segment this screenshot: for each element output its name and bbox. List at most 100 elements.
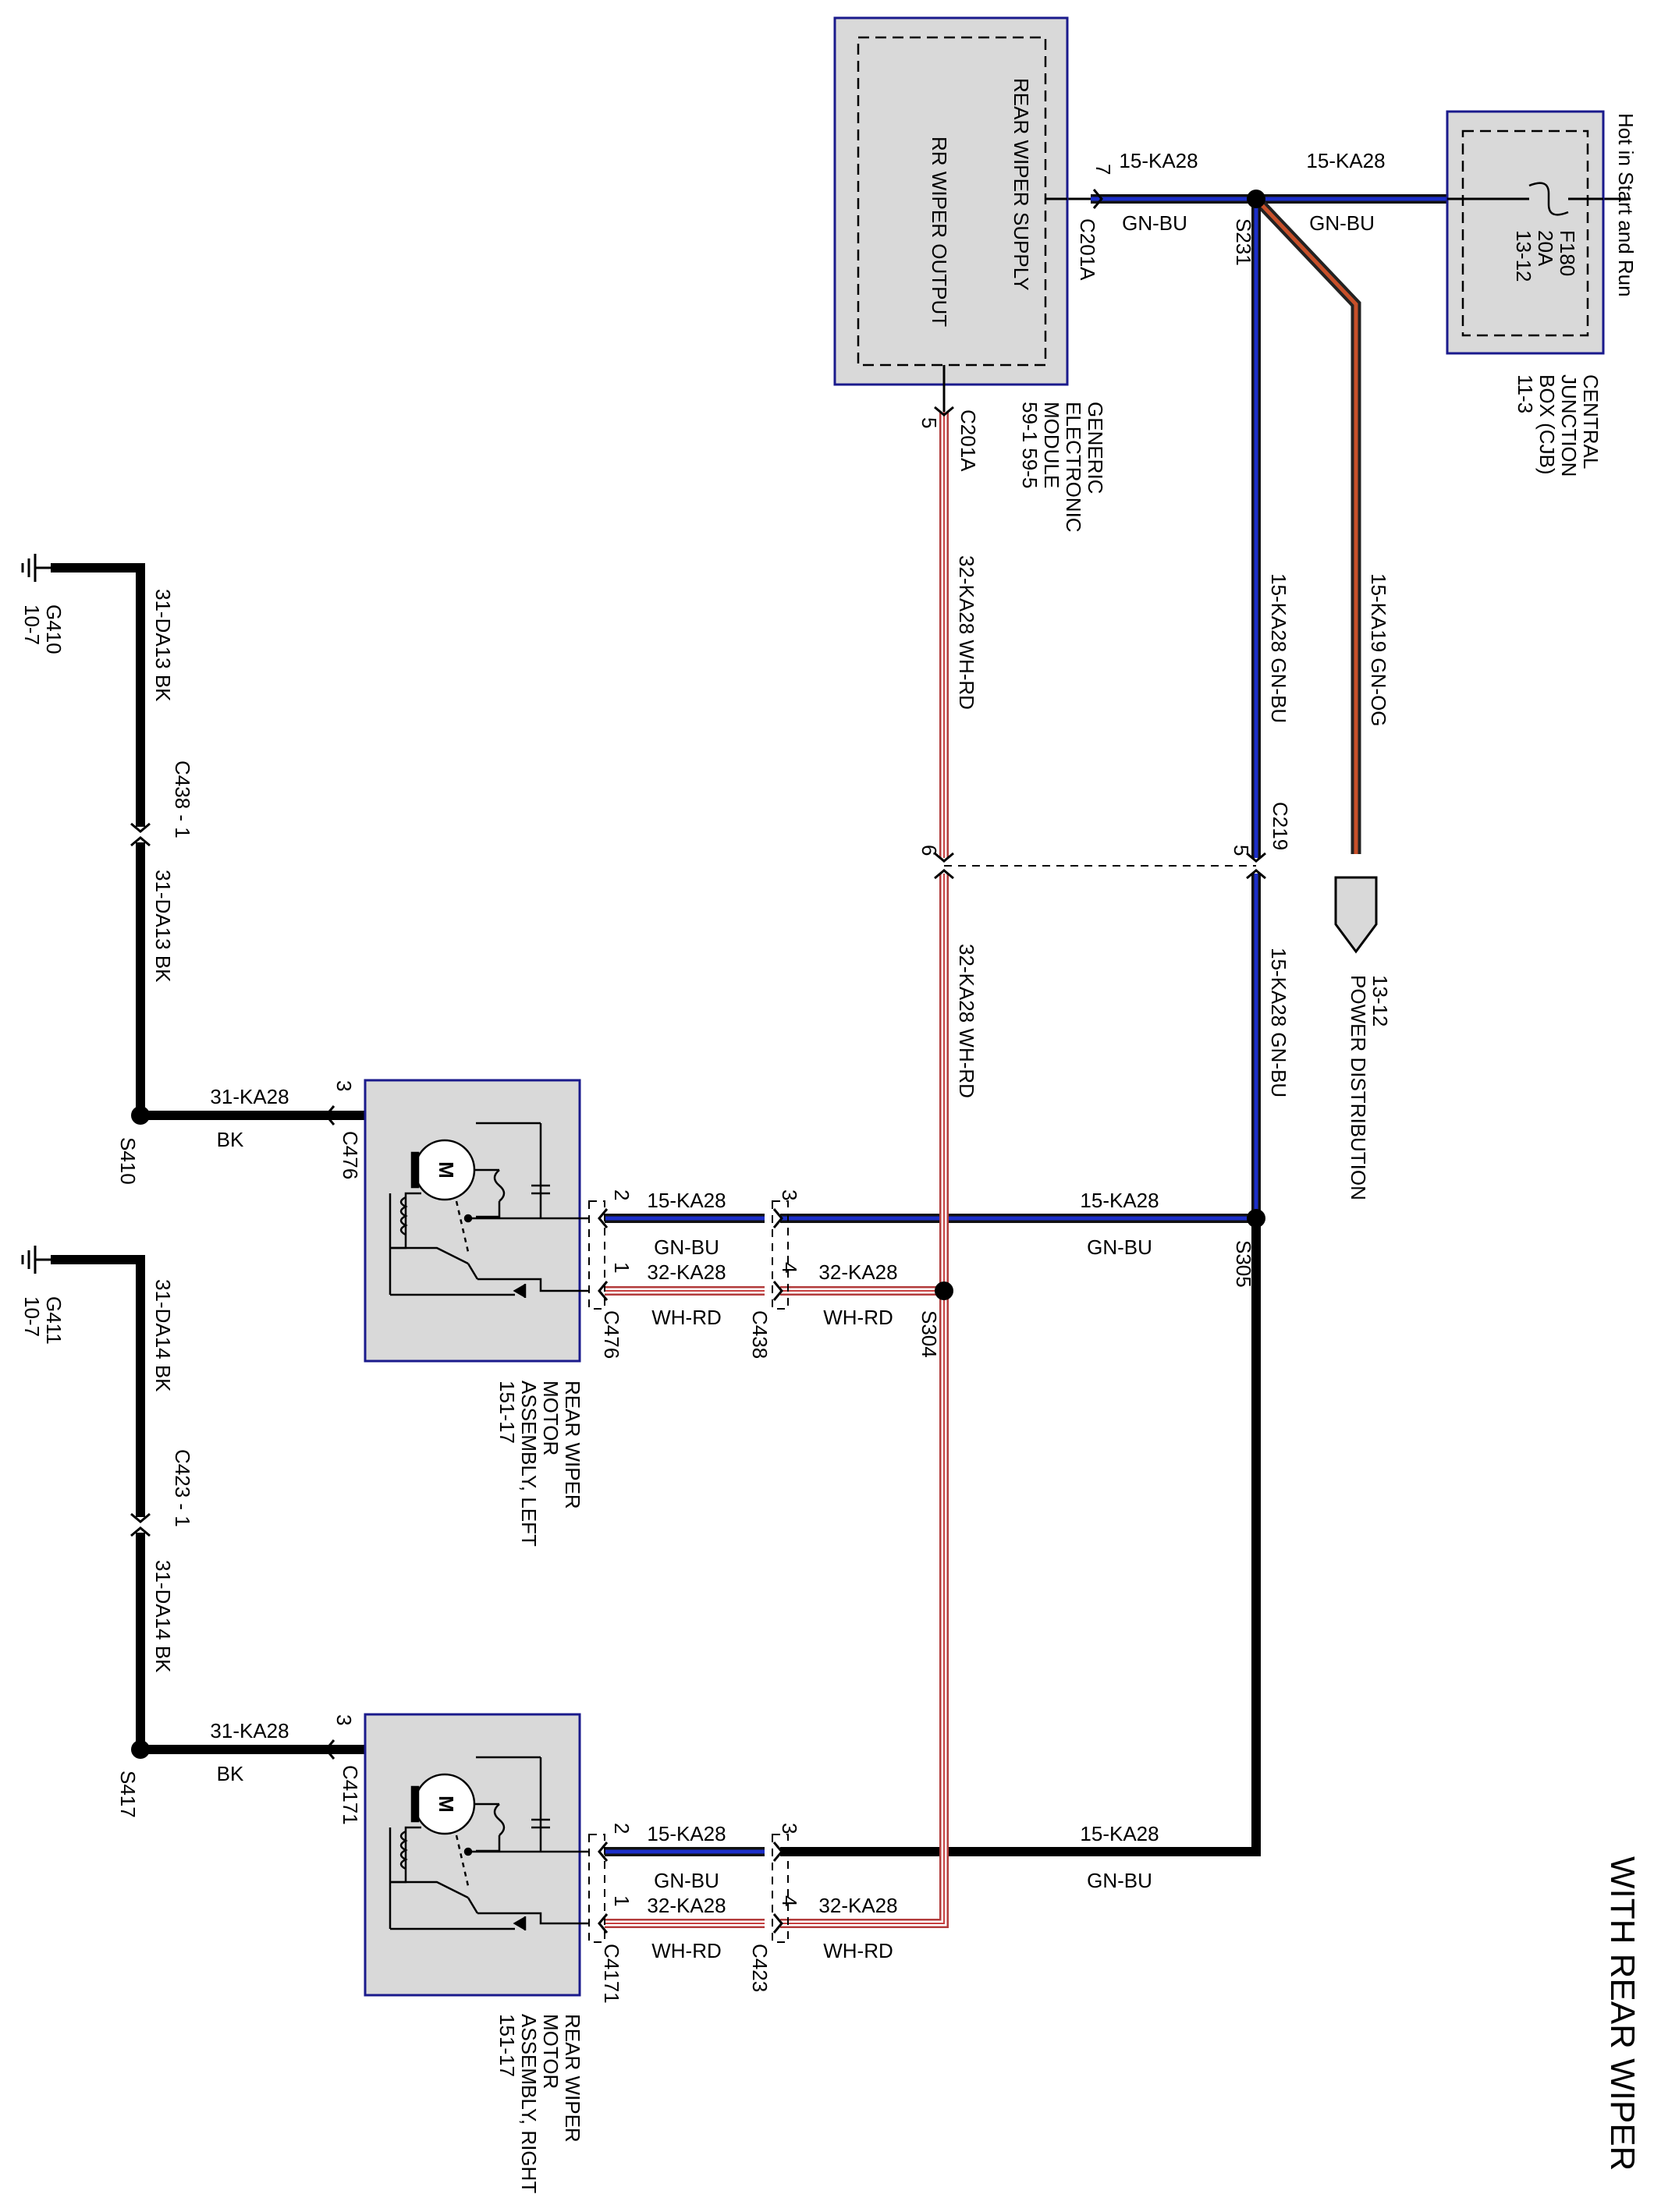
- motor-left-symbol: M: [435, 1161, 458, 1179]
- c219-label: C219: [1269, 802, 1292, 850]
- g411-label-2: 10-7: [20, 1296, 44, 1337]
- w-gnbu-c476: GN-BU: [654, 1235, 719, 1259]
- pin-3-c438: 3: [778, 1189, 801, 1200]
- c219-pin-b: 6: [918, 845, 941, 856]
- s304-label: S304: [918, 1310, 941, 1358]
- pin-1-c476: 1: [610, 1262, 634, 1273]
- c423-1-label: C423 - 1: [171, 1449, 194, 1527]
- w-whrd-s304: WH-RD: [823, 1306, 893, 1329]
- w-31ka28-s410: 31-KA28: [210, 1085, 289, 1108]
- wire-ground-left: [51, 563, 371, 1120]
- cjb-label-3: BOX (CJB): [1535, 374, 1559, 475]
- gem-name-2: ELECTRONIC: [1062, 402, 1085, 533]
- fuse-label-1: F180: [1556, 230, 1579, 276]
- wire-label-32ka28-whrd-upper: 32-KA28 WH-RD: [955, 555, 978, 710]
- splice-s231-label: S231: [1232, 218, 1255, 266]
- wire-15-ka19-gn-og: [1252, 195, 1361, 854]
- motor-left-name-2: MOTOR: [539, 1381, 563, 1455]
- wire-ground-right: [51, 1255, 371, 1754]
- wire-label-15ka28-b: 15-KA28: [1306, 149, 1385, 172]
- w-whrd-c476: WH-RD: [651, 1306, 722, 1329]
- splice-s305-dot: [1247, 1209, 1265, 1228]
- gem-conn-bottom: C201A: [957, 409, 980, 472]
- w-32ka28-c476: 32-KA28: [647, 1260, 726, 1284]
- pin-3-c4171b: 3: [332, 1714, 356, 1725]
- wire-label-32ka28-whrd-lower: 32-KA28 WH-RD: [955, 944, 978, 1098]
- w-32ka28-c423: 32-KA28: [818, 1894, 897, 1917]
- g410-label-2: 10-7: [20, 604, 44, 645]
- cjb-label-2: JUNCTION: [1557, 374, 1581, 477]
- w-32ka28-c4171: 32-KA28: [647, 1894, 726, 1917]
- w-15ka28-s305: 15-KA28: [1080, 1189, 1159, 1212]
- gem-inner-2: RR WIPER OUTPUT: [928, 136, 951, 327]
- wire-label-15ka28-gnbu-upper: 15-KA28 GN-BU: [1267, 573, 1290, 723]
- g410-label-1: G410: [42, 604, 66, 654]
- motor-left-name-4: 151-17: [495, 1381, 519, 1444]
- c423-label: C423: [748, 1944, 772, 1992]
- generic-electronic-module: [833, 16, 1069, 412]
- w-15ka28-c476: 15-KA28: [647, 1189, 726, 1212]
- wire-32-ka28-vertical: [780, 412, 949, 1928]
- w-bk-s410: BK: [217, 1128, 244, 1151]
- pin-3-c476b: 3: [332, 1080, 356, 1091]
- gem-conn-top: C201A: [1076, 218, 1099, 281]
- motor-right-name-3: ASSEMBLY, RIGHT: [517, 2014, 541, 2193]
- rear-wiper-motor-left: [364, 1079, 589, 1363]
- pin-4-c438: 4: [778, 1262, 801, 1273]
- hot-in-label-1: Hot in Start and Run: [1614, 113, 1638, 297]
- gem-inner-1: REAR WIPER SUPPLY: [1010, 78, 1033, 291]
- motor-right-name-4: 151-17: [495, 2014, 519, 2077]
- c4171-label: C4171: [600, 1944, 623, 2004]
- w-31da13-b: 31-DA13 BK: [151, 870, 175, 983]
- motor-right-name-1: REAR WIPER: [561, 2014, 584, 2143]
- s417-label: S417: [116, 1771, 140, 1818]
- gem-name-3: MODULE: [1040, 402, 1063, 488]
- w-31ka28-s417: 31-KA28: [210, 1719, 289, 1742]
- pin-1-c4171: 1: [610, 1895, 634, 1906]
- w-15ka28-c4171: 15-KA28: [647, 1822, 726, 1845]
- connector-chevrons: [130, 189, 1266, 1934]
- w-32ka28-s304: 32-KA28: [818, 1260, 897, 1284]
- splice-s304-dot: [935, 1281, 953, 1300]
- pin-4-c423: 4: [778, 1895, 801, 1906]
- c476b-label: C476: [339, 1131, 362, 1179]
- w-31da13-a: 31-DA13 BK: [151, 589, 175, 702]
- ground-g411-icon: [21, 1246, 51, 1274]
- page-title: WITH REAR WIPER: [1603, 1856, 1642, 2171]
- c438-label: C438: [748, 1310, 772, 1359]
- c4171b-label: C4171: [339, 1765, 362, 1825]
- w-gnbu-c4171: GN-BU: [654, 1869, 719, 1892]
- c4171-connector-body: [588, 1834, 605, 1943]
- power-dist-label-2: POWER DISTRIBUTION: [1347, 975, 1370, 1200]
- splice-s417-dot: [131, 1740, 150, 1759]
- splice-s231-dot: [1247, 190, 1265, 208]
- gem-name-1: GENERIC: [1084, 402, 1107, 494]
- ground-g410-icon: [21, 554, 51, 582]
- pin-2-c476: 2: [610, 1189, 634, 1200]
- motor-right-name-2: MOTOR: [539, 2014, 563, 2089]
- c476-connector-body: [588, 1200, 605, 1310]
- g411-label-1: G411: [42, 1296, 66, 1345]
- w-bk-s417: BK: [217, 1762, 244, 1785]
- w-31da14-b: 31-DA14 BK: [151, 1560, 175, 1673]
- wire-label-15ka28-a: 15-KA28: [1119, 149, 1198, 172]
- fuse-label-2: 20A: [1534, 230, 1557, 267]
- pin-3-c423: 3: [778, 1823, 801, 1834]
- w-15ka28-right: 15-KA28: [1080, 1822, 1159, 1845]
- motor-left-name-1: REAR WIPER: [561, 1381, 584, 1509]
- gem-pin-top: 7: [1091, 164, 1115, 175]
- central-junction-box: [1446, 110, 1605, 355]
- w-31da14-a: 31-DA14 BK: [151, 1279, 175, 1392]
- pin-2-c4171: 2: [610, 1823, 634, 1834]
- cjb-label-1: CENTRAL: [1579, 374, 1603, 469]
- power-distribution-connector-icon: [1334, 876, 1378, 954]
- w-gnbu-right: GN-BU: [1087, 1869, 1152, 1892]
- wire-label-gnbu-b: GN-BU: [1309, 211, 1375, 235]
- w-gnbu-s305: GN-BU: [1087, 1235, 1152, 1259]
- wire-label-15ka19-gnog: 15-KA19 GN-OG: [1367, 573, 1390, 727]
- wire-label-15ka28-gnbu-lower: 15-KA28 GN-BU: [1267, 948, 1290, 1097]
- motor-left-name-3: ASSEMBLY, LEFT: [517, 1381, 541, 1547]
- c438-connector-body: [772, 1200, 789, 1310]
